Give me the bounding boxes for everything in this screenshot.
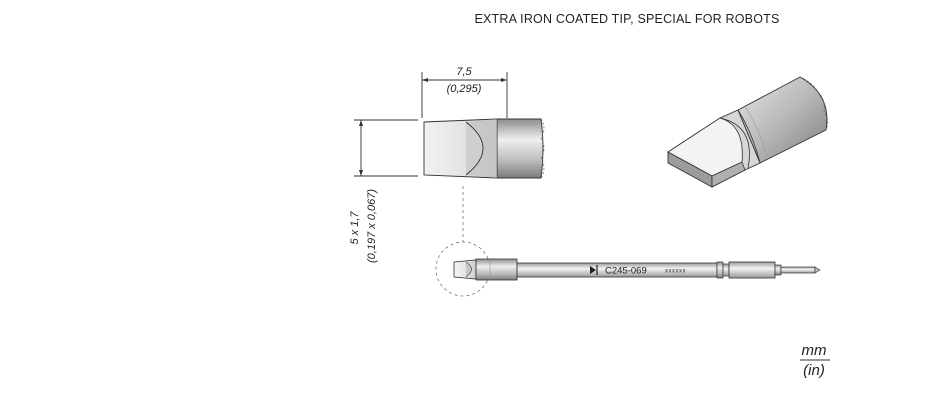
width-dimension: 7,5 (0,295) bbox=[421, 66, 508, 118]
part-code: C245-069 bbox=[605, 266, 647, 277]
blade-dimension: 5 x 1,7 (0,197 x 0,067) bbox=[349, 119, 418, 263]
tip-full-view: C245-069 xxxxxx bbox=[453, 258, 821, 281]
tip-side-view bbox=[423, 118, 545, 179]
tip-3d-view bbox=[667, 76, 828, 188]
units-secondary: (in) bbox=[803, 362, 825, 379]
blade-in-label: (0,197 x 0,067) bbox=[366, 189, 378, 263]
drawing-title: EXTRA IRON COATED TIP, SPECIAL FOR ROBOT… bbox=[474, 12, 779, 26]
width-in-label: (0,295) bbox=[447, 83, 482, 95]
width-mm-label: 7,5 bbox=[456, 66, 472, 78]
units-legend: mm (in) bbox=[800, 342, 830, 379]
units-primary: mm bbox=[802, 342, 827, 359]
part-serial: xxxxxx bbox=[665, 269, 686, 275]
blade-mm-label: 5 x 1,7 bbox=[349, 211, 361, 245]
